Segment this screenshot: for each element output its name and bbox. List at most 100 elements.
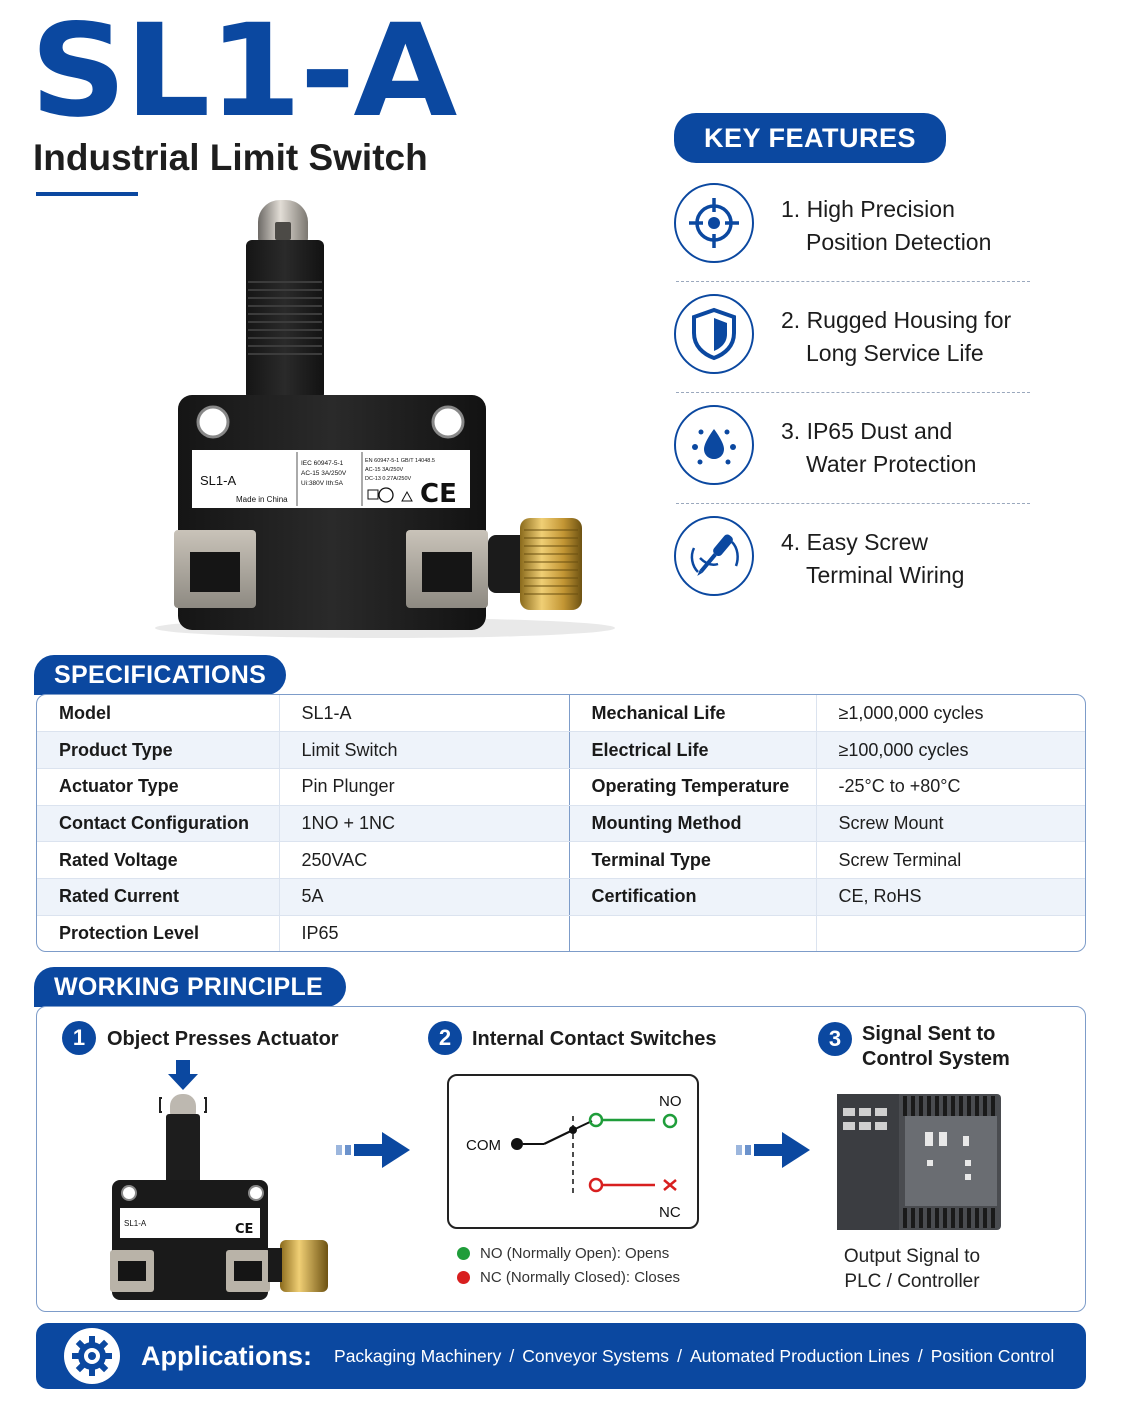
step-3-title-line2: Control System: [862, 1048, 1010, 1070]
feature-divider: [676, 503, 1030, 504]
step-number-3: 3: [818, 1022, 852, 1056]
application-item: Position Control: [930, 1345, 1055, 1366]
circuit-no-label: NO: [659, 1093, 682, 1110]
label-cert-2c: DC-13 0.27A/250V: [365, 476, 411, 482]
legend-nc: NC (Normally Closed): Closes: [457, 1269, 680, 1286]
spec-value: 1NO + 1NC: [278, 805, 569, 843]
product-image: SL1-A Made in China IEC 60947-5-1 AC-15 …: [155, 200, 615, 638]
step-1-switch-image: SL1-A CE: [110, 1060, 328, 1300]
applications-separator: /: [509, 1345, 515, 1366]
spec-label: Product Type: [37, 731, 279, 769]
spec-value: 250VAC: [278, 841, 569, 879]
output-signal-caption: Output Signal to PLC / Controller: [812, 1244, 1012, 1294]
legend-no: NO (Normally Open): Opens: [457, 1245, 669, 1262]
mini-ce-mark: CE: [235, 1222, 253, 1237]
plc-controller-image: [837, 1094, 1001, 1230]
feature-line2: Water Protection: [806, 451, 977, 477]
spec-label: Actuator Type: [37, 768, 279, 806]
spec-label: Mounting Method: [568, 805, 816, 843]
applications-bar: Applications: Packaging Machinery / Convey…: [36, 1323, 1086, 1389]
label-origin: Made in China: [236, 495, 288, 504]
shield-icon: [674, 294, 754, 374]
contact-circuit-diagram: COM NO NC: [447, 1074, 699, 1229]
spec-label: Rated Voltage: [37, 841, 279, 879]
spec-label: Mechanical Life: [568, 695, 816, 733]
spec-value: CE, RoHS: [815, 878, 1085, 916]
feature-line1: 4. Easy Screw: [781, 529, 928, 555]
spec-value: Limit Switch: [278, 731, 569, 769]
label-model: SL1-A: [200, 473, 236, 488]
feature-divider: [676, 392, 1030, 393]
circuit-nc-label: NC: [659, 1204, 681, 1221]
spec-value: [815, 915, 1085, 951]
spec-label: Model: [37, 695, 279, 733]
spec-label: Contact Configuration: [37, 805, 279, 843]
legend-no-dot: [457, 1247, 470, 1260]
ce-mark: CE: [420, 479, 457, 509]
mini-label-model: SL1-A: [124, 1219, 147, 1228]
label-cert-1b: AC-15 3A/250V: [301, 470, 347, 477]
crosshair-icon: [674, 183, 754, 263]
arrow-down-icon: [168, 1060, 198, 1090]
spec-label: Certification: [568, 878, 816, 916]
feature-line2: Terminal Wiring: [806, 562, 965, 588]
ccc-mark-icon: [378, 487, 394, 503]
spec-value: IP65: [278, 915, 569, 951]
legend-nc-dot: [457, 1271, 470, 1284]
applications-separator: /: [917, 1345, 923, 1366]
spec-value: ≥100,000 cycles: [815, 731, 1085, 769]
spec-value: SL1-A: [278, 695, 569, 733]
label-cert-2b: AC-15 3A/250V: [365, 467, 404, 473]
label-cert-1a: IEC 60947-5-1: [301, 460, 344, 467]
spec-value: -25°C to +80°C: [815, 768, 1085, 806]
output-line1: Output Signal to: [843, 1246, 981, 1267]
label-cert-1c: Ui:380V Ith:5A: [301, 480, 344, 487]
step-2-title: Internal Contact Switches: [472, 1028, 717, 1050]
feature-line2: Position Detection: [806, 229, 992, 255]
spec-label: Operating Temperature: [568, 768, 816, 806]
spec-value: Screw Mount: [815, 805, 1085, 843]
product-model-title: SL1-A: [30, 0, 457, 146]
step-number-2: 2: [428, 1021, 462, 1055]
spec-label: Protection Level: [59, 923, 200, 944]
step-number-1: 1: [62, 1021, 96, 1055]
step-3-title-line1: Signal Sent to: [862, 1023, 996, 1045]
feature-divider: [676, 281, 1030, 282]
step-3-title: Signal Sent to Control System: [862, 1022, 1010, 1072]
application-item: Automated Production Lines: [689, 1345, 910, 1366]
specifications-heading: SPECIFICATIONS: [34, 655, 286, 695]
applications-list: Packaging Machinery / Conveyor Systems / Aut…: [334, 1346, 1054, 1367]
feature-line1: 1. High Precision: [781, 196, 955, 222]
spec-label: Rated Current: [37, 878, 279, 916]
arrow-right-icon: [336, 1132, 410, 1168]
applications-label: Applications:: [141, 1340, 313, 1371]
circuit-com-label: COM: [466, 1137, 501, 1154]
spec-value: 5A: [278, 878, 569, 916]
feature-line1: 3. IP65 Dust and: [781, 418, 953, 444]
spec-value: ≥1,000,000 cycles: [815, 695, 1085, 733]
legend-nc-text: NC (Normally Closed): Closes: [480, 1269, 681, 1286]
applications-separator: /: [677, 1345, 682, 1366]
spec-value: Screw Terminal: [815, 841, 1085, 879]
step-1-title: Object Presses Actuator: [107, 1028, 339, 1050]
application-item: Conveyor Systems: [522, 1345, 670, 1366]
feature-line1: 2. Rugged Housing for: [781, 307, 1012, 333]
spec-value: Pin Plunger: [278, 768, 569, 806]
application-item: Packaging Machinery: [334, 1345, 502, 1366]
working-principle-heading: WORKING PRINCIPLE: [34, 967, 346, 1007]
gear-icon: [64, 1328, 120, 1384]
feature-line2: Long Service Life: [806, 340, 984, 366]
key-features-heading: KEY FEATURES: [674, 113, 946, 163]
title-underline: [36, 192, 138, 196]
legend-no-text: NO (Normally Open): Opens: [480, 1245, 670, 1262]
